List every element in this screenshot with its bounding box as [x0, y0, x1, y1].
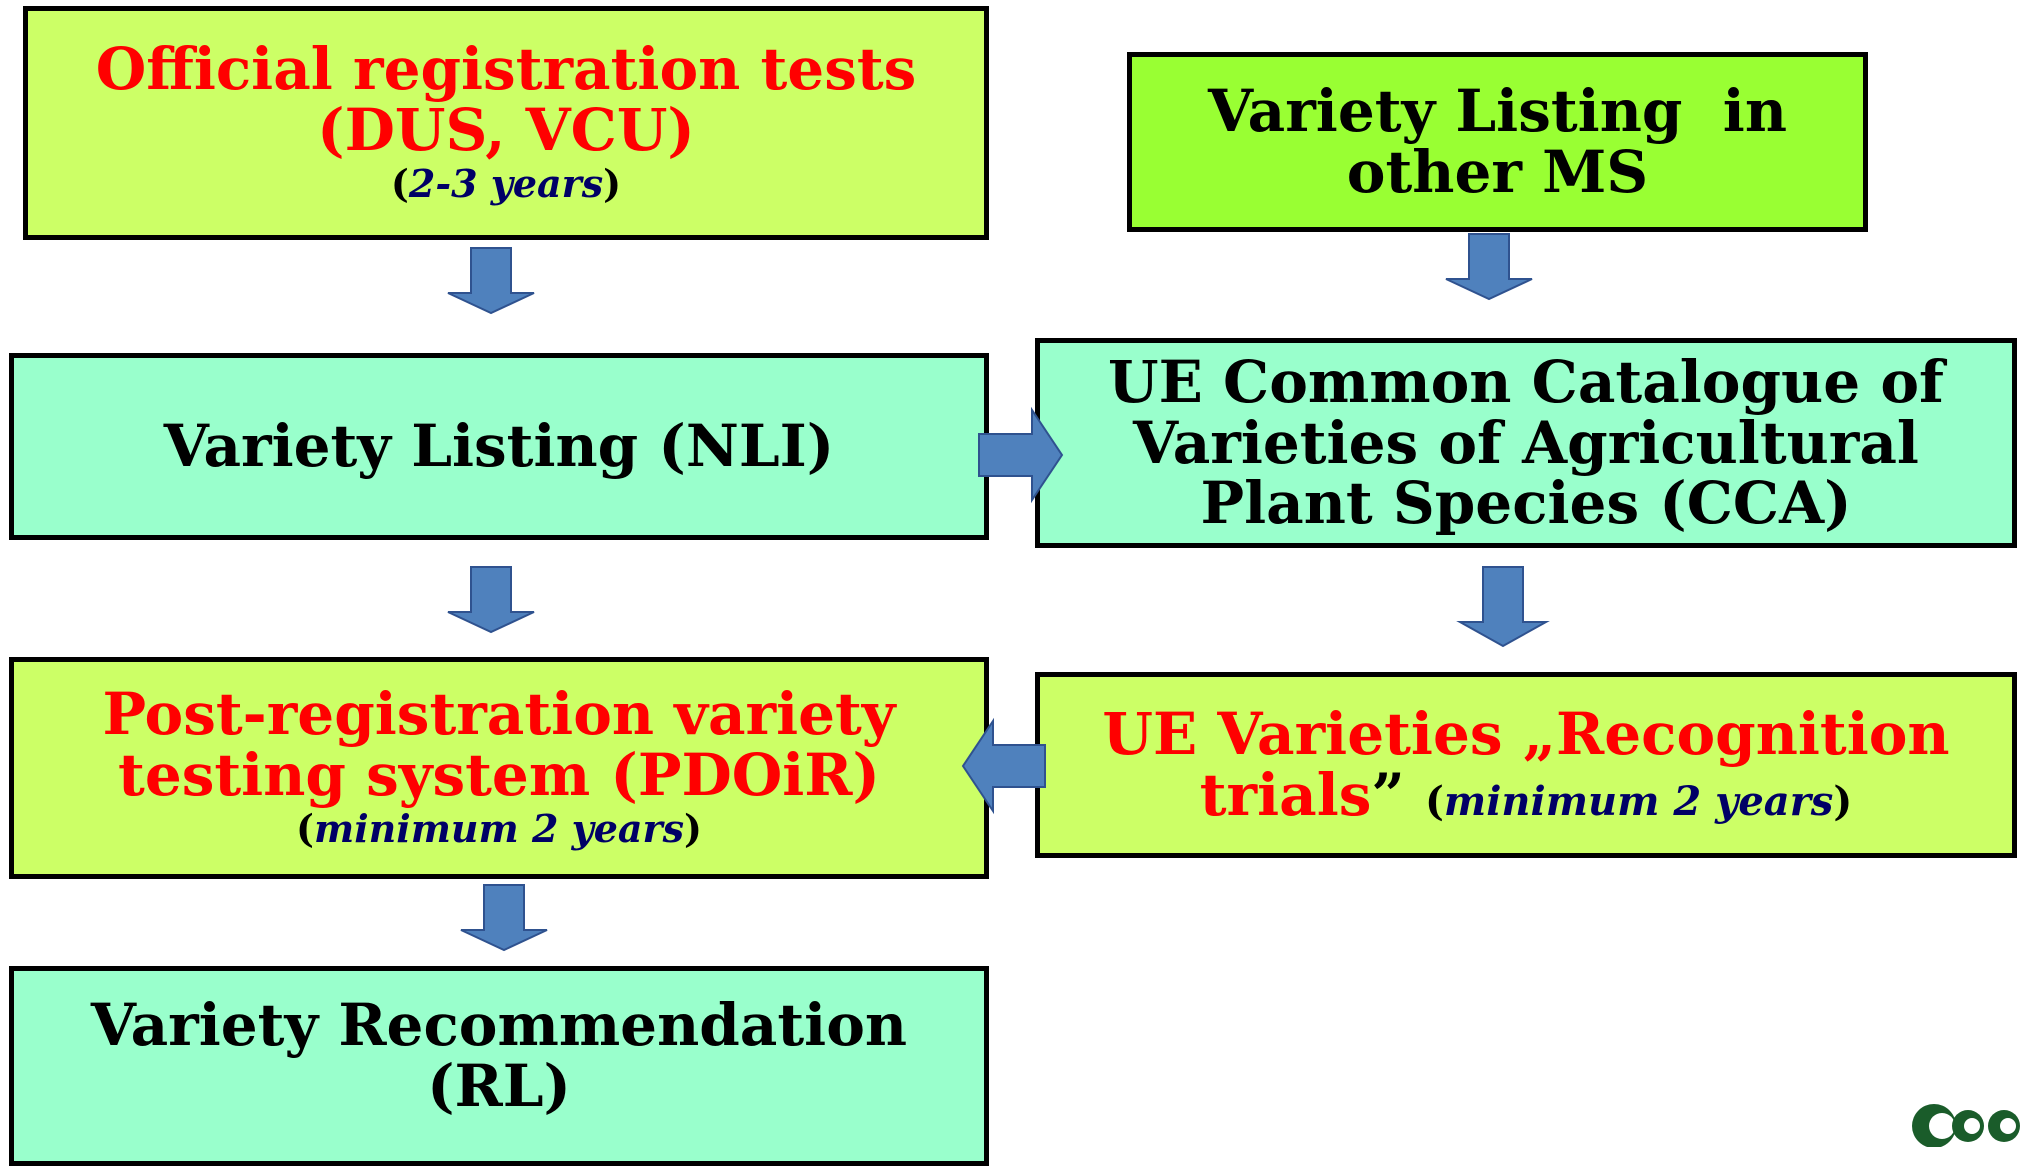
arrow-down-post-to-recommendation — [460, 884, 548, 952]
variety-listing-other-ms-title: Variety Listing in other MS — [1207, 77, 1808, 206]
duration-text: 2-3 years — [408, 161, 604, 207]
duration-text: minimum 2 years — [1443, 778, 1834, 825]
variety-listing-nli-box: Variety Listing (NLI) — [9, 353, 989, 540]
official-registration-tests-box: Official registration tests (DUS, VCU) (… — [23, 6, 989, 240]
duration-text: minimum 2 years — [314, 806, 684, 852]
duration-open-paren: ( — [296, 806, 315, 852]
common-catalogue-title: UE Common Catalogue of Varieties of Agri… — [1108, 347, 1944, 538]
recognition-trials-duration: (minimum 2 years) — [1425, 778, 1852, 825]
arrow-down-other-ms-to-catalogue — [1445, 233, 1533, 301]
arrow-down-catalogue-to-recognition — [1456, 566, 1550, 648]
variety-recommendation-box: Variety Recommendation (RL) — [9, 966, 989, 1166]
recognition-trials-title: UE Varieties „Recognition trials” (minim… — [1076, 704, 1976, 826]
arrow-left-recognition-to-post — [961, 717, 1046, 815]
variety-listing-other-ms-box: Variety Listing in other MS — [1127, 52, 1868, 232]
post-registration-testing-box: Post-registration variety testing system… — [9, 657, 989, 879]
recognition-trials-box: UE Varieties „Recognition trials” (minim… — [1035, 672, 2017, 858]
logo-icon — [1912, 1104, 2020, 1147]
recognition-trials-title-text: UE Varieties „Recognition trials — [1102, 700, 1950, 829]
official-registration-tests-duration: (2-3 years) — [391, 161, 621, 207]
duration-close-paren: ) — [1833, 778, 1853, 825]
common-catalogue-box: UE Common Catalogue of Varieties of Agri… — [1035, 338, 2017, 548]
post-registration-testing-title: Post-registration variety testing system… — [102, 680, 896, 810]
duration-close-paren: ) — [603, 161, 622, 207]
arrow-down-official-to-nli — [447, 247, 535, 315]
duration-open-paren: ( — [390, 161, 409, 207]
arrow-down-nli-to-post — [447, 566, 535, 634]
duration-open-paren: ( — [1424, 778, 1444, 825]
post-registration-testing-duration: (minimum 2 years) — [296, 806, 702, 852]
arrow-right-nli-to-catalogue — [978, 406, 1064, 504]
recognition-trials-quote: ” — [1371, 761, 1405, 829]
variety-recommendation-title: Variety Recommendation (RL) — [90, 991, 908, 1120]
variety-listing-nli-title: Variety Listing (NLI) — [163, 412, 835, 481]
duration-close-paren: ) — [683, 806, 702, 852]
official-registration-tests-title: Official registration tests (DUS, VCU) — [95, 35, 917, 165]
